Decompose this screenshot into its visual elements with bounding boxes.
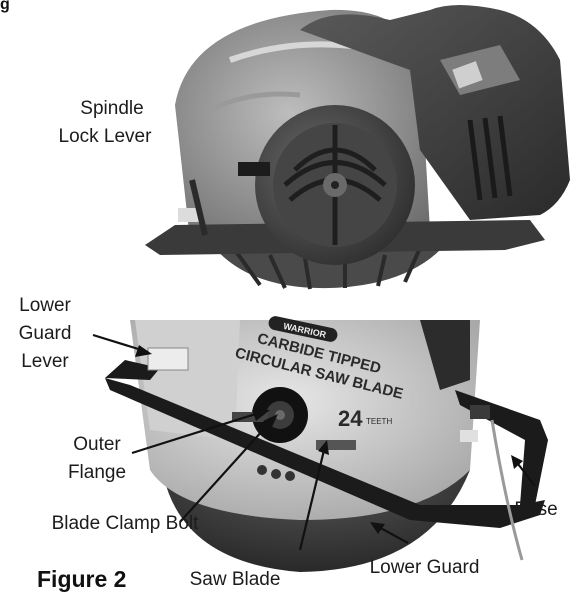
spindle-lock-label-line2: Lock Lever [58, 126, 152, 147]
lower-guard-lever-label-line2: Guard [18, 323, 72, 344]
spindle-lock-label-line1: Spindle [80, 98, 144, 119]
lower-guard-lever-label-line3: Lever [21, 351, 69, 372]
saw-photo-top [145, 5, 570, 290]
saw-photo-bottom: WARRIOR CARBIDE TIPPED CIRCULAR SAW BLAD… [92, 316, 548, 572]
outer-flange-label-line2: Flange [67, 462, 127, 483]
blade-teeth-word: TEETH [366, 417, 392, 426]
heading-fragment: g [0, 0, 10, 13]
base-label: Base [514, 499, 558, 520]
callout-arrows [92, 333, 536, 551]
blade-clamp-bolt-label: Blade Clamp Bolt [51, 513, 199, 534]
lower-guard-label: Lower Guard [369, 557, 480, 578]
blade-teeth-count: 24 [338, 406, 363, 431]
outer-flange-label-line1: Outer [73, 434, 121, 455]
saw-blade-label: Saw Blade [189, 569, 281, 590]
lower-guard-lever-label-line1: Lower [19, 295, 71, 316]
figure-caption: Figure 2 [37, 566, 127, 592]
